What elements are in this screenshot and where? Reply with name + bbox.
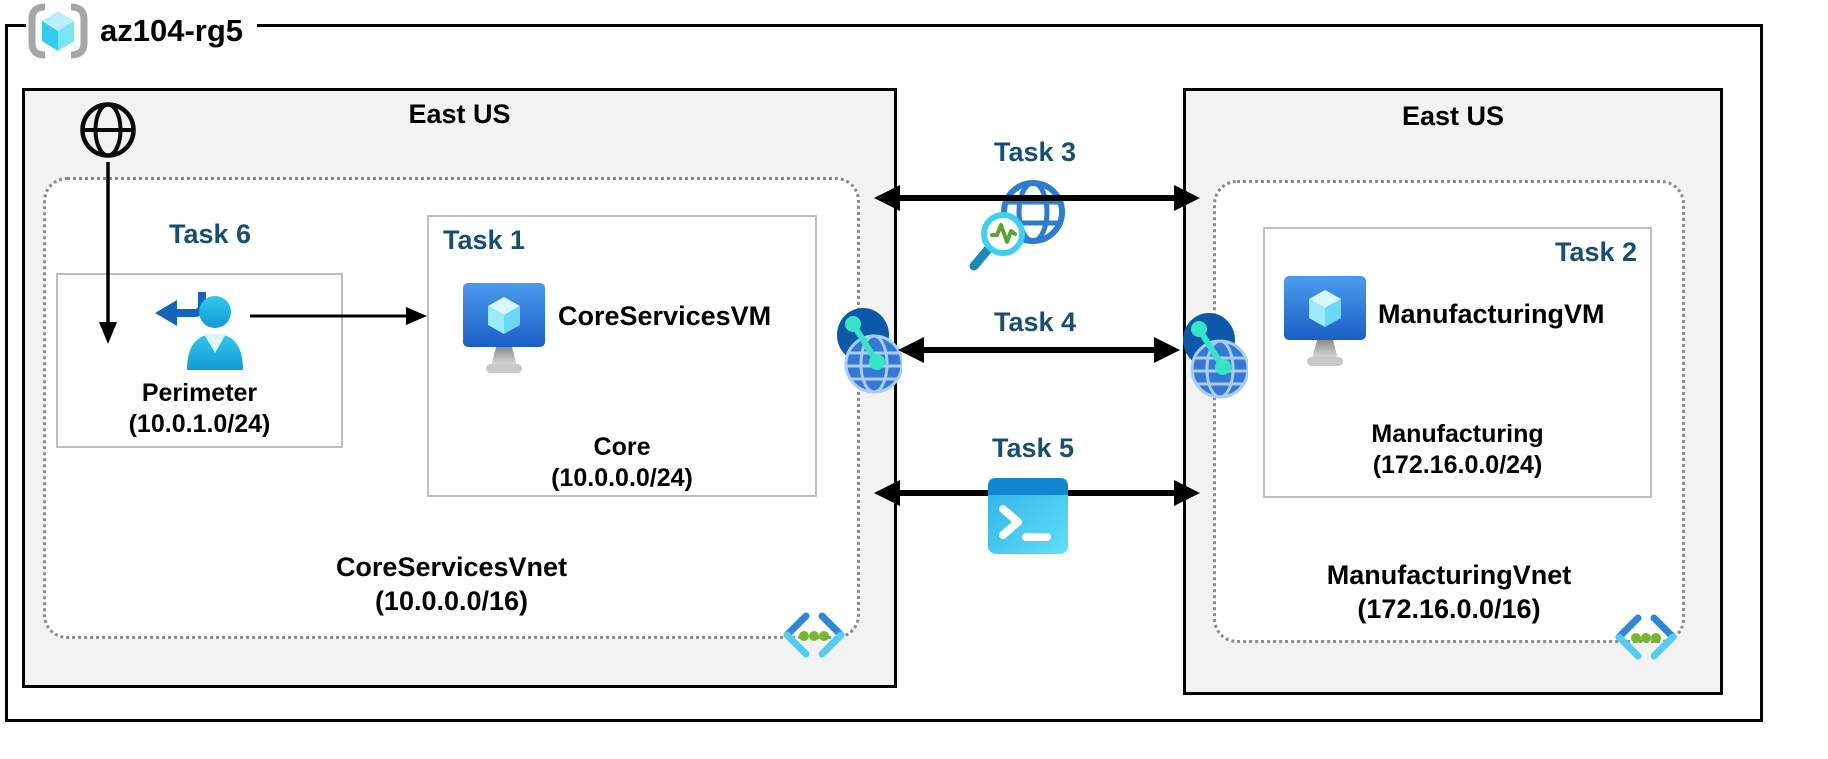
network-watcher-icon: [963, 172, 1071, 282]
core-vnet-name: CoreServicesVnet: [335, 552, 568, 582]
vnet-peering-icon: [1182, 311, 1248, 403]
internet-globe-icon: [79, 101, 137, 159]
task3-label: Task 3: [993, 137, 1077, 167]
virtual-machine-icon: [462, 282, 546, 378]
core-vm-name: CoreServicesVM: [558, 301, 772, 331]
perimeter-subnet-name: Perimeter: [141, 379, 258, 407]
task1-core-subnet-box: [427, 215, 817, 497]
vnet-peering-icon: [836, 306, 902, 398]
virtual-network-icon: [1612, 614, 1680, 660]
diagram-header: az104-rg5: [26, 0, 258, 62]
resource-group-icon: [26, 2, 90, 60]
right-region-title: East US: [1401, 101, 1505, 131]
manufacturing-vnet-cidr: (172.16.0.0/16): [1357, 594, 1541, 624]
task4-label: Task 4: [993, 307, 1077, 337]
task2-label: Task 2: [1554, 237, 1637, 267]
virtual-network-icon: [780, 612, 848, 658]
core-subnet-cidr: (10.0.0.0/24): [551, 464, 693, 492]
task5-label: Task 5: [991, 433, 1075, 463]
sign-in-user-icon: [152, 286, 248, 372]
manufacturing-subnet-name: Manufacturing: [1371, 420, 1544, 448]
manufacturing-subnet-cidr: (172.16.0.0/24): [1372, 451, 1543, 479]
manufacturing-vnet-name: ManufacturingVnet: [1326, 560, 1572, 590]
task1-label: Task 1: [443, 225, 526, 255]
perimeter-subnet-cidr: (10.0.1.0/24): [128, 410, 271, 438]
manufacturing-vm-name: ManufacturingVM: [1378, 299, 1605, 329]
core-vnet-cidr: (10.0.0.0/16): [374, 586, 529, 616]
core-subnet-name: Core: [593, 433, 651, 461]
resource-group-name: az104-rg5: [100, 13, 244, 48]
task6-label: Task 6: [168, 219, 252, 249]
resource-group-box: [5, 24, 1763, 722]
cloud-shell-icon: [988, 478, 1068, 554]
virtual-machine-icon: [1283, 275, 1367, 371]
left-region-title: East US: [408, 99, 511, 129]
